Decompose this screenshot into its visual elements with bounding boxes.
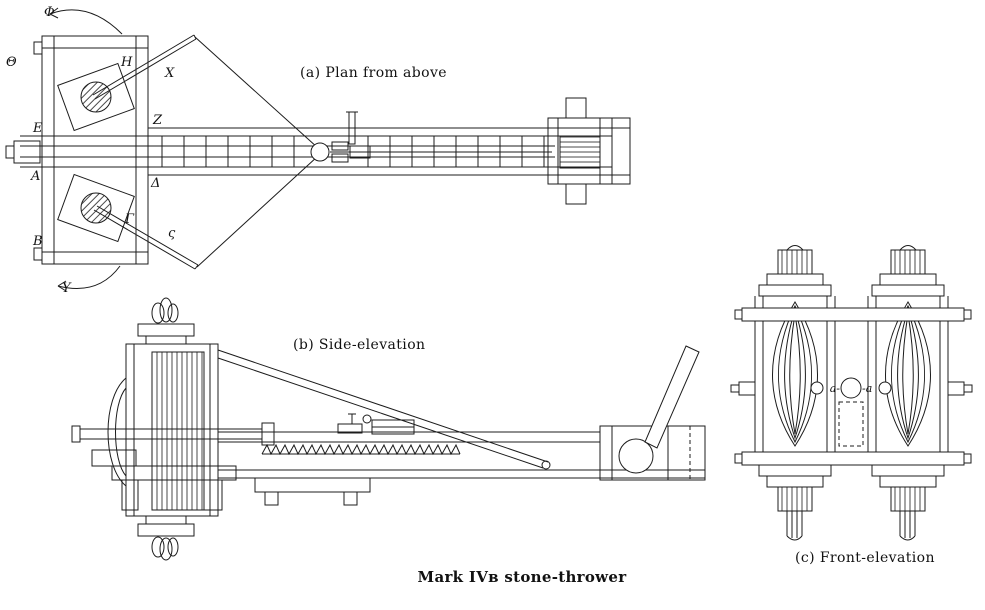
side-front-rod xyxy=(71,422,275,446)
side-pedestal xyxy=(91,449,237,511)
plan-slider xyxy=(310,111,371,163)
plan-front-pin xyxy=(13,140,41,164)
label-alpha: A xyxy=(30,169,40,184)
label-phi: Φ xyxy=(44,5,55,20)
side-winch xyxy=(618,345,700,474)
plan-frame xyxy=(33,35,149,265)
label-a-right: -a xyxy=(862,382,872,395)
label-beta: B xyxy=(32,234,43,249)
plan-stock xyxy=(5,127,630,176)
plan-winch-handle-top xyxy=(565,97,587,119)
label-epsilon: E xyxy=(32,121,43,136)
figure-title: Mark IVʙ stone-thrower xyxy=(418,568,628,586)
front-view: a- -a (c) Front-elevation xyxy=(730,245,973,566)
side-view: (b) Side-elevation xyxy=(71,297,706,561)
plan-caption: (a) Plan from above xyxy=(300,65,447,81)
label-chi: X xyxy=(164,66,175,81)
label-theta: Θ xyxy=(6,55,17,70)
plan-winch xyxy=(547,97,631,205)
side-ratchet-teeth xyxy=(261,443,461,456)
side-caption: (b) Side-elevation xyxy=(293,337,425,353)
front-caption: (c) Front-elevation xyxy=(795,550,935,566)
plan-view: Φ Θ H X E Z A Δ B Γ ς Y (a) Plan from ab… xyxy=(5,5,631,296)
side-spring-frame xyxy=(107,297,219,561)
plan-spring-upper xyxy=(57,34,197,132)
label-delta: Δ xyxy=(150,176,160,191)
label-a-left: a- xyxy=(830,382,841,395)
plan-winch-handle-bottom xyxy=(565,183,587,205)
front-centre: a- -a xyxy=(810,377,892,447)
label-upsilon: Y xyxy=(62,281,72,296)
plan-spring-lower xyxy=(57,173,199,270)
plan-arrow-top xyxy=(49,7,123,35)
side-diagonal-strut xyxy=(217,349,551,470)
label-eta: H xyxy=(120,55,133,70)
front-crossbars xyxy=(734,307,972,466)
plan-bowstring xyxy=(194,36,319,268)
front-frame-right xyxy=(867,245,949,541)
plan-arrow-bottom xyxy=(57,265,121,292)
front-side-pins xyxy=(730,381,973,396)
label-zeta: Z xyxy=(152,113,163,128)
side-mid-base xyxy=(254,477,371,506)
label-gamma: Γ xyxy=(124,212,135,227)
side-winch-lever xyxy=(644,345,700,449)
label-stigma: ς xyxy=(168,226,176,241)
front-frame-left xyxy=(754,245,836,541)
